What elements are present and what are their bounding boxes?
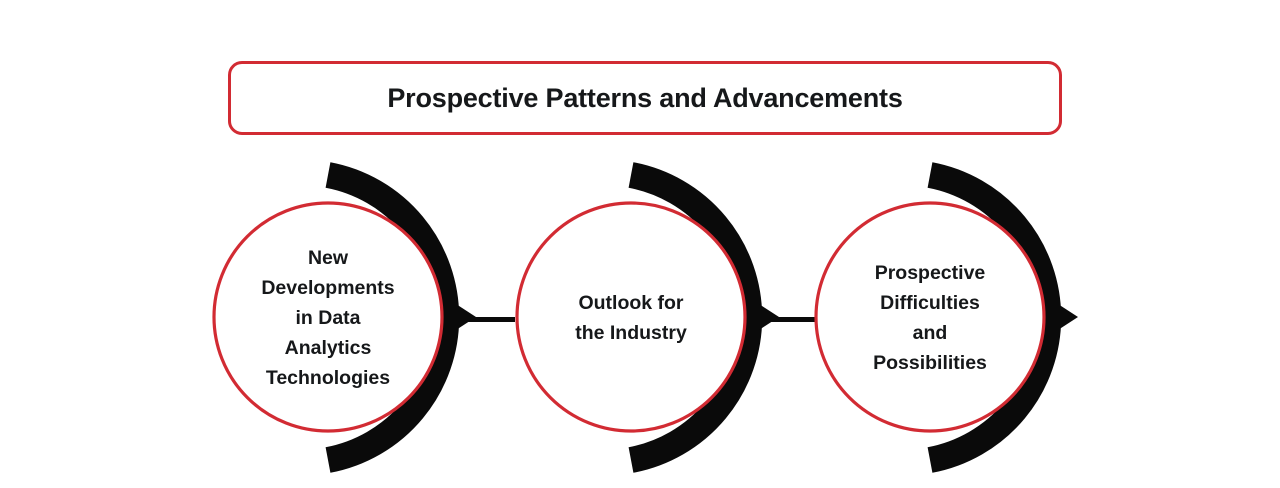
- node-3-arc: [927, 162, 1062, 473]
- node-3-arc-notch: [1058, 304, 1078, 330]
- node-2-arc: [628, 162, 763, 473]
- node-2-shape: [515, 162, 779, 473]
- node-3-shape: [814, 162, 1078, 473]
- node-2-circle: [515, 201, 747, 433]
- node-1-arc: [325, 162, 460, 473]
- diagram-title-text: Prospective Patterns and Advancements: [387, 82, 903, 113]
- node-3-circle: [814, 201, 1046, 433]
- flow-node-3[interactable]: Prospective Difficulties and Possibiliti…: [802, 162, 1112, 473]
- diagram-title-box: Prospective Patterns and Advancements: [228, 61, 1062, 135]
- flow-node-1[interactable]: New Developments in Data Analytics Techn…: [200, 162, 510, 473]
- node-1-shape: [212, 162, 476, 473]
- connector-node2-node3: [765, 317, 815, 322]
- node-1-circle: [212, 201, 444, 433]
- connector-node1-node2: [465, 317, 515, 322]
